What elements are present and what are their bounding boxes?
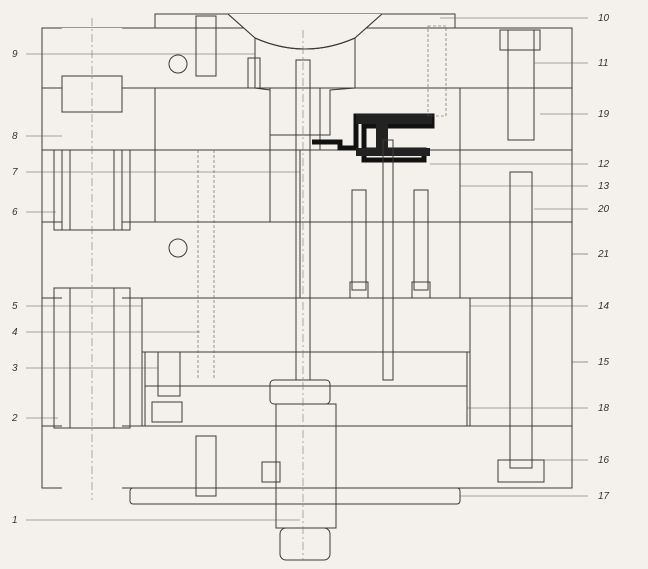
center-ejector: [269, 30, 337, 561]
ejector-pins: [349, 139, 431, 381]
callout-4: 4: [12, 327, 18, 338]
callout-18: 18: [598, 403, 610, 414]
callout-10: 10: [598, 13, 610, 24]
sprue-bushing: [227, 13, 383, 136]
callout-21: 21: [597, 249, 609, 260]
callout-15: 15: [598, 357, 610, 368]
holes: [168, 54, 215, 380]
callout-5: 5: [12, 301, 18, 312]
callout-6: 6: [12, 207, 18, 218]
guide-pillar: [53, 18, 131, 500]
callout-labels: 1 2 3 4 5 6 7 8 9 10 11 12 13 14 15 16 1…: [11, 13, 610, 526]
callout-12: 12: [598, 159, 610, 170]
screws: [151, 15, 447, 497]
callout-2: 2: [11, 413, 18, 424]
ejector-plates: [144, 351, 468, 427]
callout-11: 11: [598, 58, 608, 69]
callout-7: 7: [12, 167, 18, 178]
callout-13: 13: [598, 181, 610, 192]
callout-16: 16: [598, 455, 610, 466]
callout-17: 17: [598, 491, 610, 502]
callout-20: 20: [597, 204, 610, 215]
callout-8: 8: [12, 131, 18, 142]
callout-9: 9: [12, 49, 18, 60]
callout-3: 3: [12, 363, 18, 374]
callout-19: 19: [598, 109, 610, 120]
return-pin-right: [497, 29, 545, 483]
leader-lines: [26, 17, 588, 521]
callout-14: 14: [598, 301, 610, 312]
callout-1: 1: [12, 515, 18, 526]
